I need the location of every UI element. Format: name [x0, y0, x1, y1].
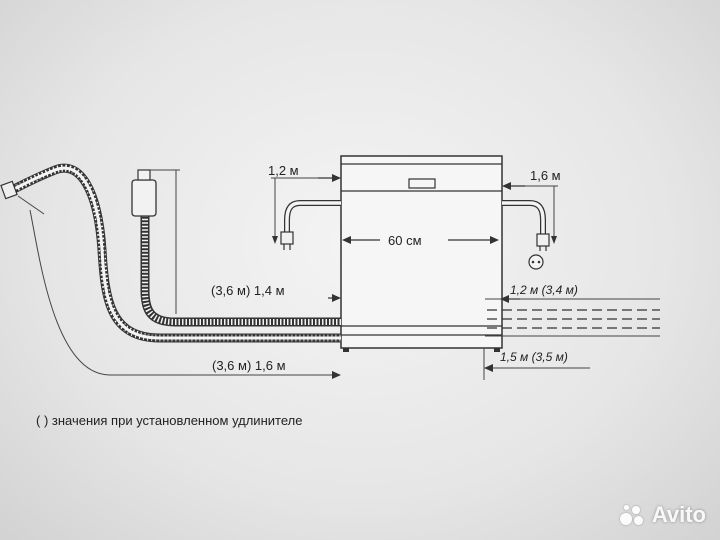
- avito-wordmark: Avito: [651, 502, 706, 527]
- left-power-cable: [271, 177, 341, 250]
- socket-icon: [528, 254, 544, 270]
- label-width: 60 см: [388, 233, 422, 248]
- drain-hose: [0, 163, 341, 343]
- drain-hose-end: [0, 180, 18, 200]
- avito-logo-icon: [619, 504, 646, 526]
- water-tap-connector: [137, 169, 151, 181]
- right-power-cable: [502, 185, 558, 270]
- label-inlet-height: 1,2 м: [268, 163, 299, 178]
- front-foot: [343, 348, 349, 352]
- label-upper-hose: (3,6 м) 1,4 м: [211, 283, 285, 298]
- label-right-upper: 1,2 м (3,4 м): [510, 283, 578, 297]
- inlet-hose: [131, 169, 341, 327]
- label-lower-hose: (3,6 м) 1,6 м: [212, 358, 286, 373]
- right-side-hoses: [483, 295, 660, 380]
- label-right-lower: 1,5 м (3,5 м): [500, 350, 568, 364]
- right-plug-icon: [536, 233, 550, 247]
- aquastop-valve: [131, 179, 157, 217]
- rear-foot: [494, 348, 500, 352]
- left-plug-icon: [280, 231, 294, 245]
- label-power-height: 1,6 м: [530, 168, 561, 183]
- avito-watermark: Avito: [619, 502, 706, 528]
- control-panel: [408, 178, 436, 189]
- dishwasher-body: [340, 155, 503, 352]
- extension-note: ( ) значения при установленном удлинител…: [36, 413, 302, 428]
